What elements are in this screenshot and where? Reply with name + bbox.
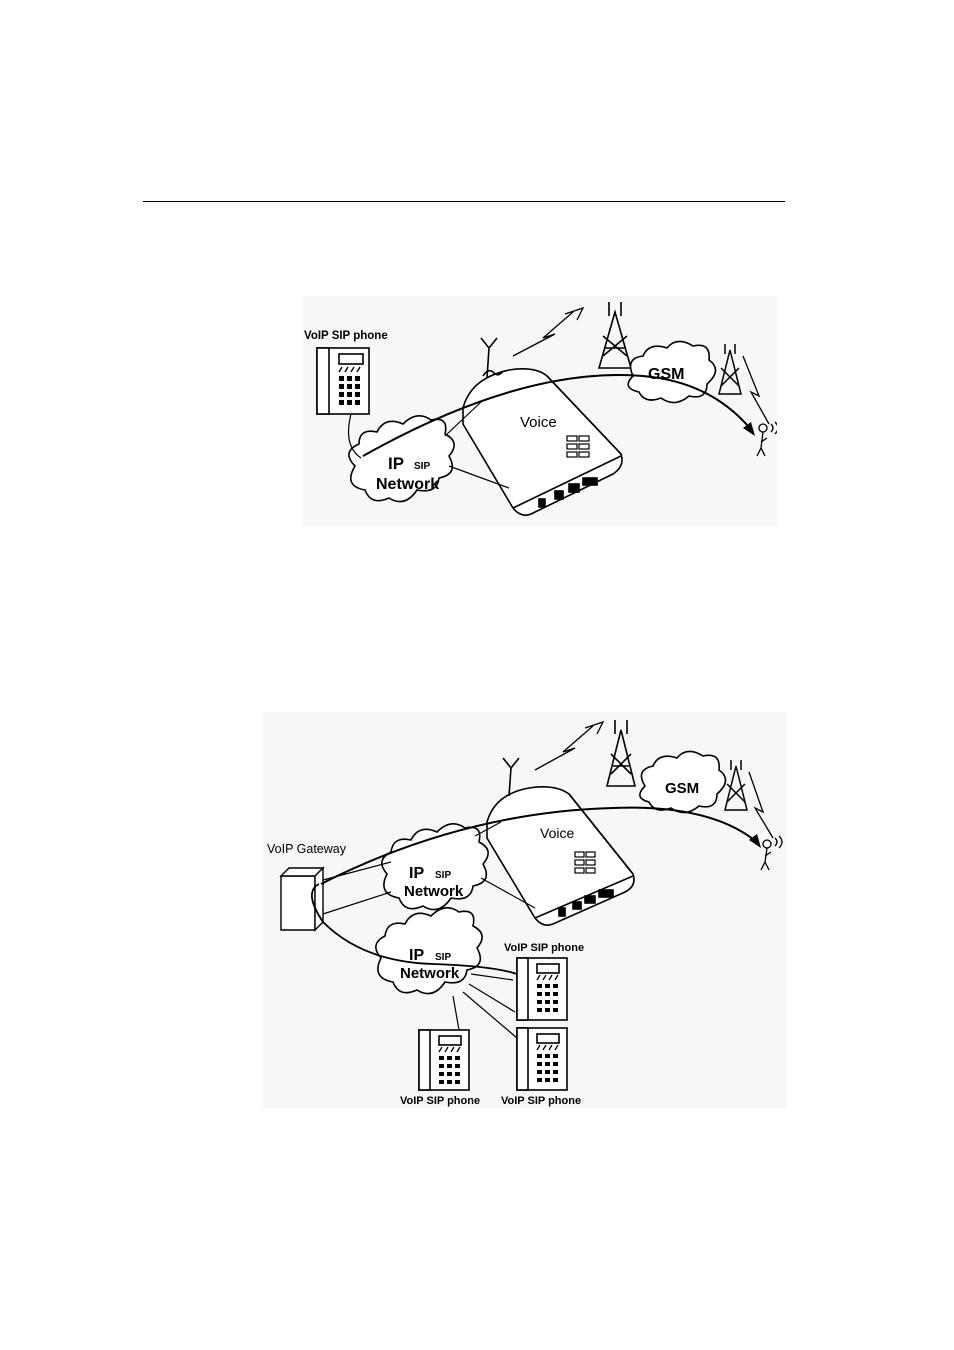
sip-phone-icon — [418, 1029, 470, 1091]
figure-2-diagram: GSM IP SIP Network IP SIP Network VoIP G… — [263, 712, 787, 1108]
figure-1-overlay: Voice — [520, 414, 557, 431]
ip-label-upper: IP — [409, 865, 424, 882]
device-antenna-icon — [480, 337, 498, 379]
voice-label: Voice — [520, 414, 557, 431]
call-path-arrow — [311, 883, 518, 975]
sip-phone-icon — [316, 347, 370, 415]
voice-label: Voice — [540, 825, 574, 841]
connection-lines — [322, 821, 536, 1039]
phone-c-label: VoIP SIP phone — [400, 1095, 480, 1107]
network-label-lower: Network — [400, 965, 460, 982]
gateway-label: VoIP Gateway — [267, 842, 347, 856]
figure-1-diagram: GSM IP SIP Network VoIP SIP phone — [303, 296, 777, 526]
sip-label-lower: SIP — [435, 952, 451, 963]
header-rule — [143, 201, 785, 202]
wireless-signal-icon — [742, 355, 770, 425]
sip-label-upper: SIP — [435, 870, 451, 881]
gsm-label: GSM — [648, 366, 684, 383]
phone-a-label: VoIP SIP phone — [504, 942, 584, 954]
ip-network-cloud-lower — [375, 907, 483, 995]
wireless-signal-icon — [748, 771, 774, 839]
voip-gateway-box-icon — [279, 866, 325, 932]
device-antenna-icon — [502, 757, 520, 797]
figure-2-panel: GSM IP SIP Network IP SIP Network VoIP G… — [263, 712, 787, 1108]
mobile-user-icon — [756, 421, 777, 457]
network-label: Network — [376, 476, 439, 493]
arrow-head-icon — [743, 422, 755, 436]
sip-phone-icon — [516, 1027, 568, 1091]
wireless-signal-icon — [534, 720, 605, 771]
sip-label: SIP — [414, 461, 430, 472]
phone-b-label: VoIP SIP phone — [501, 1095, 581, 1107]
cell-tower-icon — [724, 760, 748, 811]
call-path-arrow — [320, 806, 760, 885]
ip-label-lower: IP — [409, 947, 424, 964]
figure-1-panel: GSM IP SIP Network VoIP SIP phone — [303, 296, 777, 526]
wireless-signal-icon — [512, 306, 585, 357]
mobile-user-icon — [760, 835, 783, 871]
network-label-upper: Network — [404, 883, 464, 900]
ip-label: IP — [388, 454, 404, 473]
cell-tower-icon — [605, 720, 637, 787]
connection-lines — [348, 401, 510, 489]
cell-tower-icon — [597, 302, 633, 369]
voice-gateway-device — [462, 368, 623, 516]
voice-gateway-device — [486, 786, 635, 926]
phone-label: VoIP SIP phone — [304, 330, 388, 342]
sip-phone-icon — [516, 957, 568, 1021]
ip-network-cloud-upper — [381, 823, 489, 911]
arrow-head-icon — [749, 834, 761, 848]
gsm-label: GSM — [665, 780, 699, 797]
ip-network-cloud — [348, 415, 455, 503]
call-path-arrow — [362, 374, 754, 457]
cell-tower-icon — [718, 344, 742, 395]
